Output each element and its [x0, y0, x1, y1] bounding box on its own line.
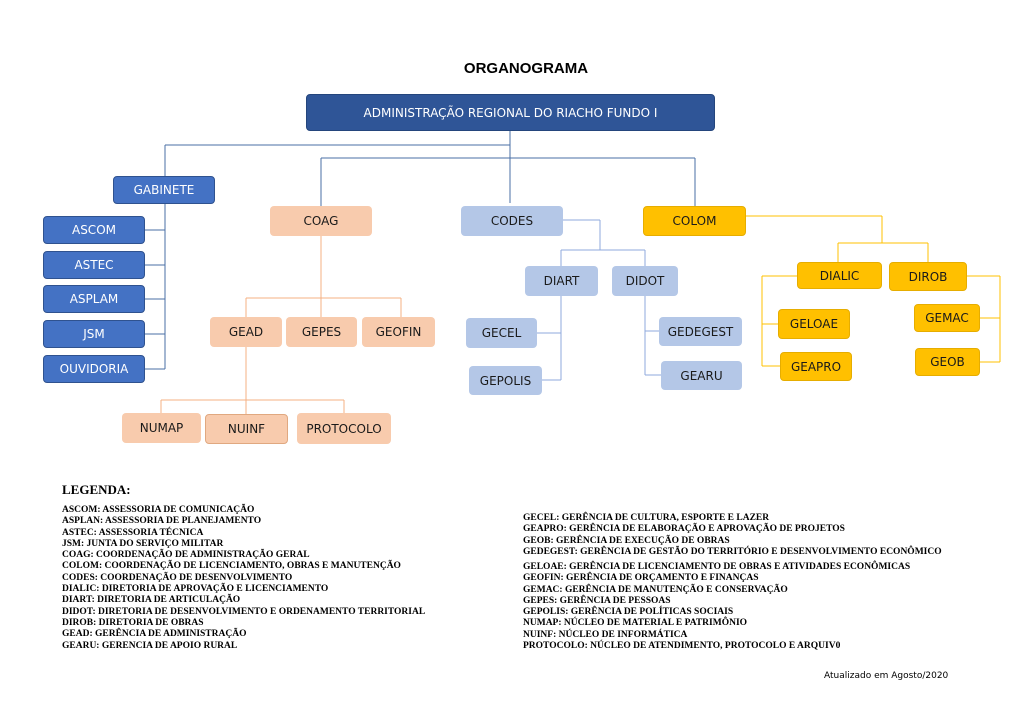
node-geob[interactable]: GEOB	[915, 348, 980, 376]
node-ouvidoria[interactable]: OUVIDORIA	[43, 355, 145, 383]
node-geapro[interactable]: GEAPRO	[780, 352, 852, 381]
legend-item: GELOAE: GERÊNCIA DE LICENCIAMENTO DE OBR…	[523, 562, 911, 572]
node-gepes[interactable]: GEPES	[286, 317, 357, 347]
node-gecel[interactable]: GECEL	[466, 318, 537, 348]
node-gemac[interactable]: GEMAC	[914, 304, 980, 332]
legend-item: GEAD: GERÊNCIA DE ADMINISTRAÇÃO	[62, 629, 247, 640]
legend-item: GEPES: GERÊNCIA DE PESSOAS	[523, 595, 671, 606]
legend-item: DIROB: DIRETORIA DE OBRAS	[62, 617, 204, 628]
node-nuinf[interactable]: NUINF	[205, 414, 288, 444]
node-gead[interactable]: GEAD	[210, 317, 282, 347]
node-dirob[interactable]: DIROB	[889, 262, 967, 291]
legend-item: PROTOCOLO: NÚCLEO DE ATENDIMENTO, PROTOC…	[523, 641, 841, 652]
legend-item: GEPOLIS: GERÊNCIA DE POLÍTICAS SOCIAIS	[523, 607, 734, 618]
node-asplam[interactable]: ASPLAM	[43, 285, 145, 313]
legend-item: GEOB: GERÊNCIA DE EXECUÇÃO DE OBRAS	[523, 535, 730, 546]
node-numap[interactable]: NUMAP	[122, 413, 201, 443]
legend-item: NUMAP: NÚCLEO DE MATERIAL E PATRIMÔNIO	[523, 618, 748, 629]
legend-left: ASCOM: ASSESSORIA DE COMUNICAÇÃO ASPLAN:…	[62, 505, 425, 652]
node-ascom[interactable]: ASCOM	[43, 216, 145, 244]
node-astec[interactable]: ASTEC	[43, 251, 145, 279]
legend-item: COAG: COORDENAÇÃO DE ADMINISTRAÇÃO GERAL	[62, 550, 310, 561]
node-didot[interactable]: DIDOT	[612, 266, 678, 296]
legend-item: DIART: DIRETORIA DE ARTICULAÇÃO	[62, 595, 241, 606]
page-title: ORGANOGRAMA	[463, 60, 589, 77]
legend-item: ASTEC: ASSESSORIA TÉCNICA	[62, 527, 204, 538]
node-root[interactable]: ADMINISTRAÇÃO REGIONAL DO RIACHO FUNDO I	[306, 94, 715, 131]
node-diart[interactable]: DIART	[525, 266, 598, 296]
node-gedegest[interactable]: GEDEGEST	[659, 317, 742, 346]
legend-item: GEOFIN: GERÊNCIA DE ORÇAMENTO E FINANÇAS	[523, 573, 759, 584]
node-coag[interactable]: COAG	[270, 206, 372, 236]
node-jsm[interactable]: JSM	[43, 320, 145, 348]
legend-item: DIDOT: DIRETORIA DE DESENVOLVIMENTO E OR…	[62, 606, 426, 617]
node-geofin[interactable]: GEOFIN	[362, 317, 435, 347]
legend-item: GEARU: GERENCIA DE APOIO RURAL	[62, 640, 238, 651]
node-gabinete[interactable]: GABINETE	[113, 176, 215, 204]
node-protocolo[interactable]: PROTOCOLO	[297, 413, 391, 444]
node-colom[interactable]: COLOM	[643, 206, 746, 236]
updated-date: Atualizado em Agosto/2020	[824, 671, 949, 681]
legend-right-bottom: GELOAE: GERÊNCIA DE LICENCIAMENTO DE OBR…	[523, 562, 910, 652]
legend-item: DIALIC: DIRETORIA DE APROVAÇÃO E LICENCI…	[62, 584, 329, 595]
legend-item: ASPLAN: ASSESSORIA DE PLANEJAMENTO	[62, 516, 262, 527]
node-codes[interactable]: CODES	[461, 206, 563, 236]
legend-item: JSM: JUNTA DO SERVIÇO MILITAR	[62, 538, 224, 549]
node-gepolis[interactable]: GEPOLIS	[469, 366, 542, 395]
legend-item: GEMAC: GERÊNCIA DE MANUTENÇÃO E CONSERVA…	[523, 584, 788, 595]
legend-item: NUINF: NÚCLEO DE INFORMÁTICA	[523, 629, 688, 640]
legend-item: GECEL: GERÊNCIA DE CULTURA, ESPORTE E LA…	[523, 513, 770, 523]
legend-right-top: GECEL: GERÊNCIA DE CULTURA, ESPORTE E LA…	[523, 513, 942, 558]
node-gearu[interactable]: GEARU	[661, 361, 742, 390]
legend-item: COLOM: COORDENAÇÃO DE LICENCIAMENTO, OBR…	[62, 561, 401, 572]
node-geloae[interactable]: GELOAE	[778, 309, 850, 339]
node-dialic[interactable]: DIALIC	[797, 262, 882, 289]
legend-item: GEDEGEST: GERÊNCIA DE GESTÃO DO TERRITÓR…	[523, 546, 942, 557]
legend-title: LEGENDA:	[62, 482, 131, 497]
legend-item: ASCOM: ASSESSORIA DE COMUNICAÇÃO	[62, 505, 255, 515]
legend-item: CODES: COORDENAÇÃO DE DESENVOLVIMENTO	[62, 572, 293, 583]
legend-item: GEAPRO: GERÊNCIA DE ELABORAÇÃO E APROVAÇ…	[523, 524, 845, 535]
